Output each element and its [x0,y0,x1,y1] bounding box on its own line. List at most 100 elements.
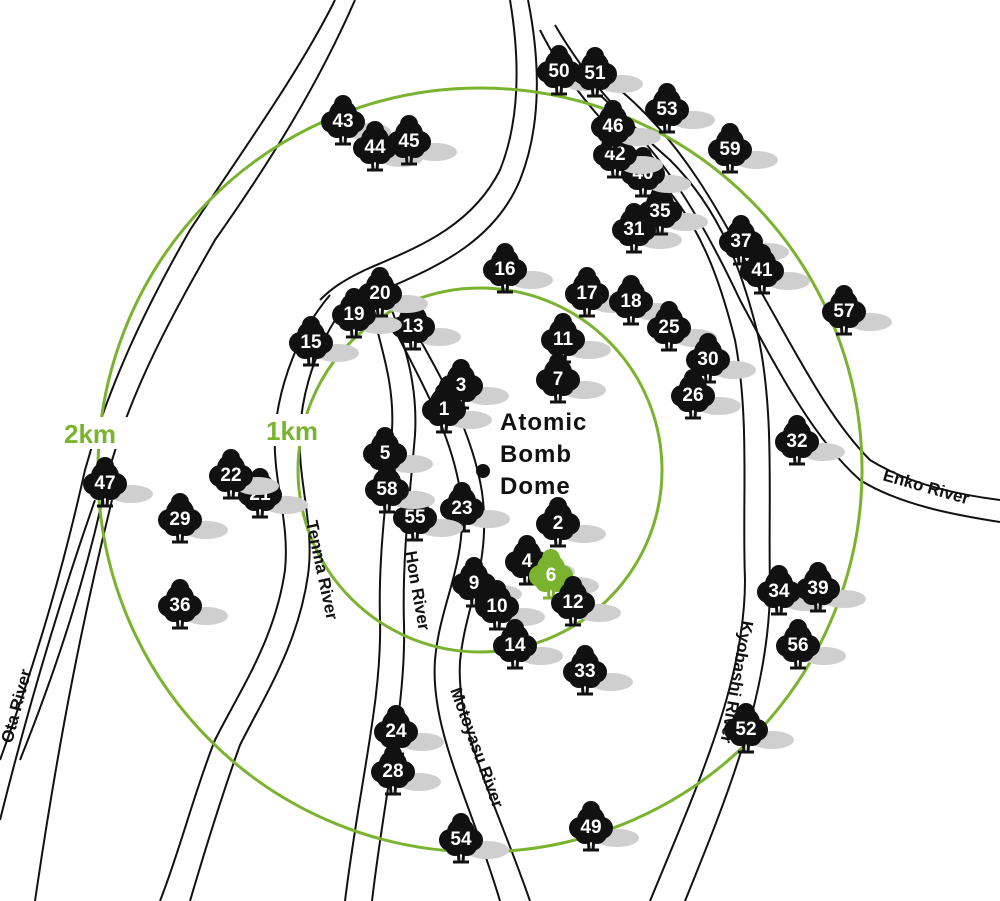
tree-marker-52[interactable]: 52 [724,703,794,754]
tree-number-label: 18 [620,291,641,312]
tree-canopy [665,324,685,344]
tree-marker-54[interactable]: 54 [439,813,509,864]
tree-canopy [582,801,600,819]
tree-number-label: 41 [751,260,773,281]
tree-canopy [794,642,814,662]
tree-number-label: 22 [220,465,241,486]
tree-marker-12[interactable]: 12 [551,576,621,627]
tree-canopy [630,226,650,246]
trees-layer: 1234567910111213141516171819202122232425… [83,45,892,864]
tree-marker-32[interactable]: 32 [775,415,845,466]
tree-number-label: 36 [169,595,190,616]
tree-marker-19[interactable]: 19 [332,288,402,339]
tree-canopy [586,47,604,65]
tree-marker-41[interactable]: 41 [740,244,810,295]
tree-canopy [542,549,560,567]
tree-marker-2[interactable]: 2 [536,497,606,548]
motoyasu-river-label: Motoyasu River [446,685,507,811]
tree-number-label: 50 [548,61,569,82]
tree-marker-57[interactable]: 57 [822,285,892,336]
tree-marker-53[interactable]: 53 [645,83,715,134]
tree-marker-58[interactable]: 58 [365,463,435,514]
tree-marker-29[interactable]: 29 [158,493,228,544]
ring-2km-label: 2km [64,419,116,449]
tree-canopy [788,415,806,433]
tree-canopy [96,457,114,475]
tree-canopy [371,267,389,285]
tree-canopy [663,106,683,126]
tree-marker-5[interactable]: 5 [363,427,433,478]
tree-number-label: 6 [546,565,557,586]
ota-river-bank-east [19,0,356,761]
tree-canopy [639,170,659,190]
tree-canopy [440,406,460,426]
tree-canopy [366,121,384,139]
tree-marker-20[interactable]: 20 [358,267,428,318]
tree-number-label: 23 [451,498,472,519]
tenma-river-bank-east [189,299,351,901]
tree-number-label: 55 [404,507,426,528]
tree-canopy [550,45,568,63]
tree-marker-37[interactable]: 37 [719,215,789,266]
tree-marker-35[interactable]: 35 [638,185,708,236]
tree-marker-3[interactable]: 3 [439,359,509,410]
tree-marker-46[interactable]: 46 [591,100,661,151]
tree-marker-45[interactable]: 45 [387,115,457,166]
tree-canopy [789,619,807,637]
tree-marker-31[interactable]: 31 [612,203,682,254]
tree-marker-10[interactable]: 10 [475,580,545,631]
tree-marker-22[interactable]: 22 [209,449,279,500]
tree-canopy [840,308,860,328]
tree-canopy [591,70,611,90]
tree-marker-51[interactable]: 51 [573,47,643,98]
center-label-line-3: Dome [500,473,571,500]
tree-number-label: 46 [602,116,623,137]
tree-marker-39[interactable]: 39 [796,562,866,613]
tree-canopy [753,244,771,262]
ring-1km [296,286,664,654]
tree-canopy [559,336,579,356]
tree-canopy [742,726,762,746]
tree-number-label: 29 [169,509,190,530]
tree-marker-14[interactable]: 14 [493,619,563,670]
center-label-line-2: Bomb [500,441,572,468]
tree-marker-16[interactable]: 16 [483,243,553,294]
tree-canopy [578,267,596,285]
tree-number-label: 5 [380,443,391,464]
tree-canopy [576,645,594,663]
tree-canopy [732,215,750,233]
ring-1km-label: 1km [266,416,318,446]
ota-river-bank-west [0,0,336,761]
tree-canopy [726,146,746,166]
tree-canopy [554,376,574,396]
tree-canopy [392,728,412,748]
tree-marker-56[interactable]: 56 [776,619,846,670]
tree-number-label: 54 [450,829,472,850]
tree-canopy [176,516,196,536]
tree-marker-30[interactable]: 30 [686,333,756,384]
tree-canopy [387,705,405,723]
tree-marker-11[interactable]: 11 [541,313,611,364]
tree-canopy [518,535,536,553]
tree-marker-49[interactable]: 49 [569,801,639,852]
tree-number-label: 44 [364,137,386,158]
tree-marker-59[interactable]: 59 [708,123,778,174]
tree-number-label: 47 [94,473,115,494]
tree-marker-28[interactable]: 28 [371,745,441,796]
tree-canopy [737,238,757,258]
tree-marker-23[interactable]: 23 [440,482,510,533]
tree-marker-15[interactable]: 15 [289,316,359,367]
tree-marker-17[interactable]: 17 [565,267,635,318]
tree-marker-47[interactable]: 47 [83,457,153,508]
tree-marker-24[interactable]: 24 [374,705,444,756]
tree-marker-7[interactable]: 7 [536,353,606,404]
tree-marker-33[interactable]: 33 [563,645,633,696]
tree-canopy [171,579,189,597]
tree-number-label: 3 [456,375,467,396]
tree-marker-26[interactable]: 26 [671,369,741,420]
tree-canopy [587,824,607,844]
tree-canopy [400,115,418,133]
tree-canopy [389,768,409,788]
tree-marker-36[interactable]: 36 [158,579,228,630]
tree-canopy [611,151,631,171]
